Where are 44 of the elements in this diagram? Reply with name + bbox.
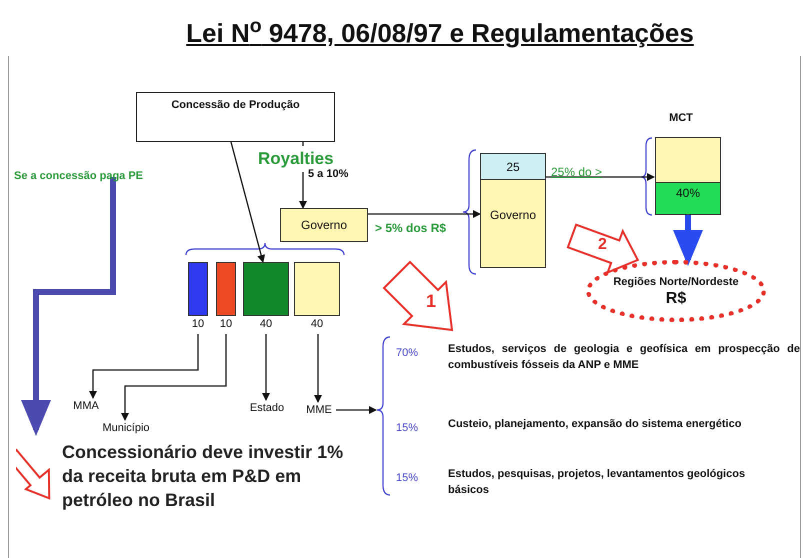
arrow xyxy=(314,334,322,403)
arrow xyxy=(21,177,116,436)
note-text: Concessionário deve investir 1% da receita bruta em P&D em petróleo no Brasil xyxy=(62,441,344,512)
arrow xyxy=(673,215,703,266)
arrow xyxy=(336,406,377,414)
node-heading: MCT xyxy=(669,111,693,126)
box-value: 40% xyxy=(656,182,720,214)
node-label: MMA xyxy=(66,398,106,414)
label-text: 15% xyxy=(396,421,418,436)
bar-value: 10 xyxy=(192,317,204,332)
arrow xyxy=(230,142,266,263)
edge-label: 25% do > xyxy=(551,164,602,181)
arrow xyxy=(89,334,199,399)
bar-value: 40 xyxy=(310,317,324,332)
callout-number: 1 xyxy=(426,290,436,313)
arrow xyxy=(546,173,655,181)
node-label: Estado xyxy=(244,400,290,416)
node-label: Governo xyxy=(300,217,348,234)
bar-value: 40 xyxy=(260,317,272,332)
label-text: Estudos, serviços de geologia e geofísica em prospecção de combustíveis fósseis da ANP e MME xyxy=(448,342,800,373)
brace xyxy=(376,336,390,496)
node-label: R$ xyxy=(666,290,686,308)
stacked-box xyxy=(480,153,546,268)
node-label: Regiões Norte/Nordeste xyxy=(613,274,739,290)
callout-number: 2 xyxy=(598,236,607,254)
label-text: Estudos, pesquisas, projetos, levantamentos geológicos básicos xyxy=(448,467,746,498)
node-label: Município xyxy=(93,420,159,436)
dotted-ellipse xyxy=(586,260,766,322)
arrow xyxy=(121,334,227,421)
edge-label: > 5% dos R$ xyxy=(375,220,446,237)
title: Lei N$^{o}$ 9478, 06/08/97 e Regulamentações xyxy=(185,14,695,50)
node-label: MME xyxy=(302,402,336,418)
condition-text: Se a concessão paga PE xyxy=(14,170,144,182)
process-box xyxy=(280,208,368,242)
box-value: 25 xyxy=(481,154,545,180)
label-text: Custeio, planejamento, expansão do sistema energético xyxy=(448,417,742,432)
arrow xyxy=(368,210,481,218)
label-text: 15% xyxy=(396,471,418,486)
node-label: Governo xyxy=(488,207,538,224)
process-box xyxy=(136,92,335,142)
arrow xyxy=(262,334,270,401)
node-label: Concessão de Produção xyxy=(171,98,300,113)
label-text: 70% xyxy=(396,346,418,361)
bar-value: 10 xyxy=(220,317,232,332)
